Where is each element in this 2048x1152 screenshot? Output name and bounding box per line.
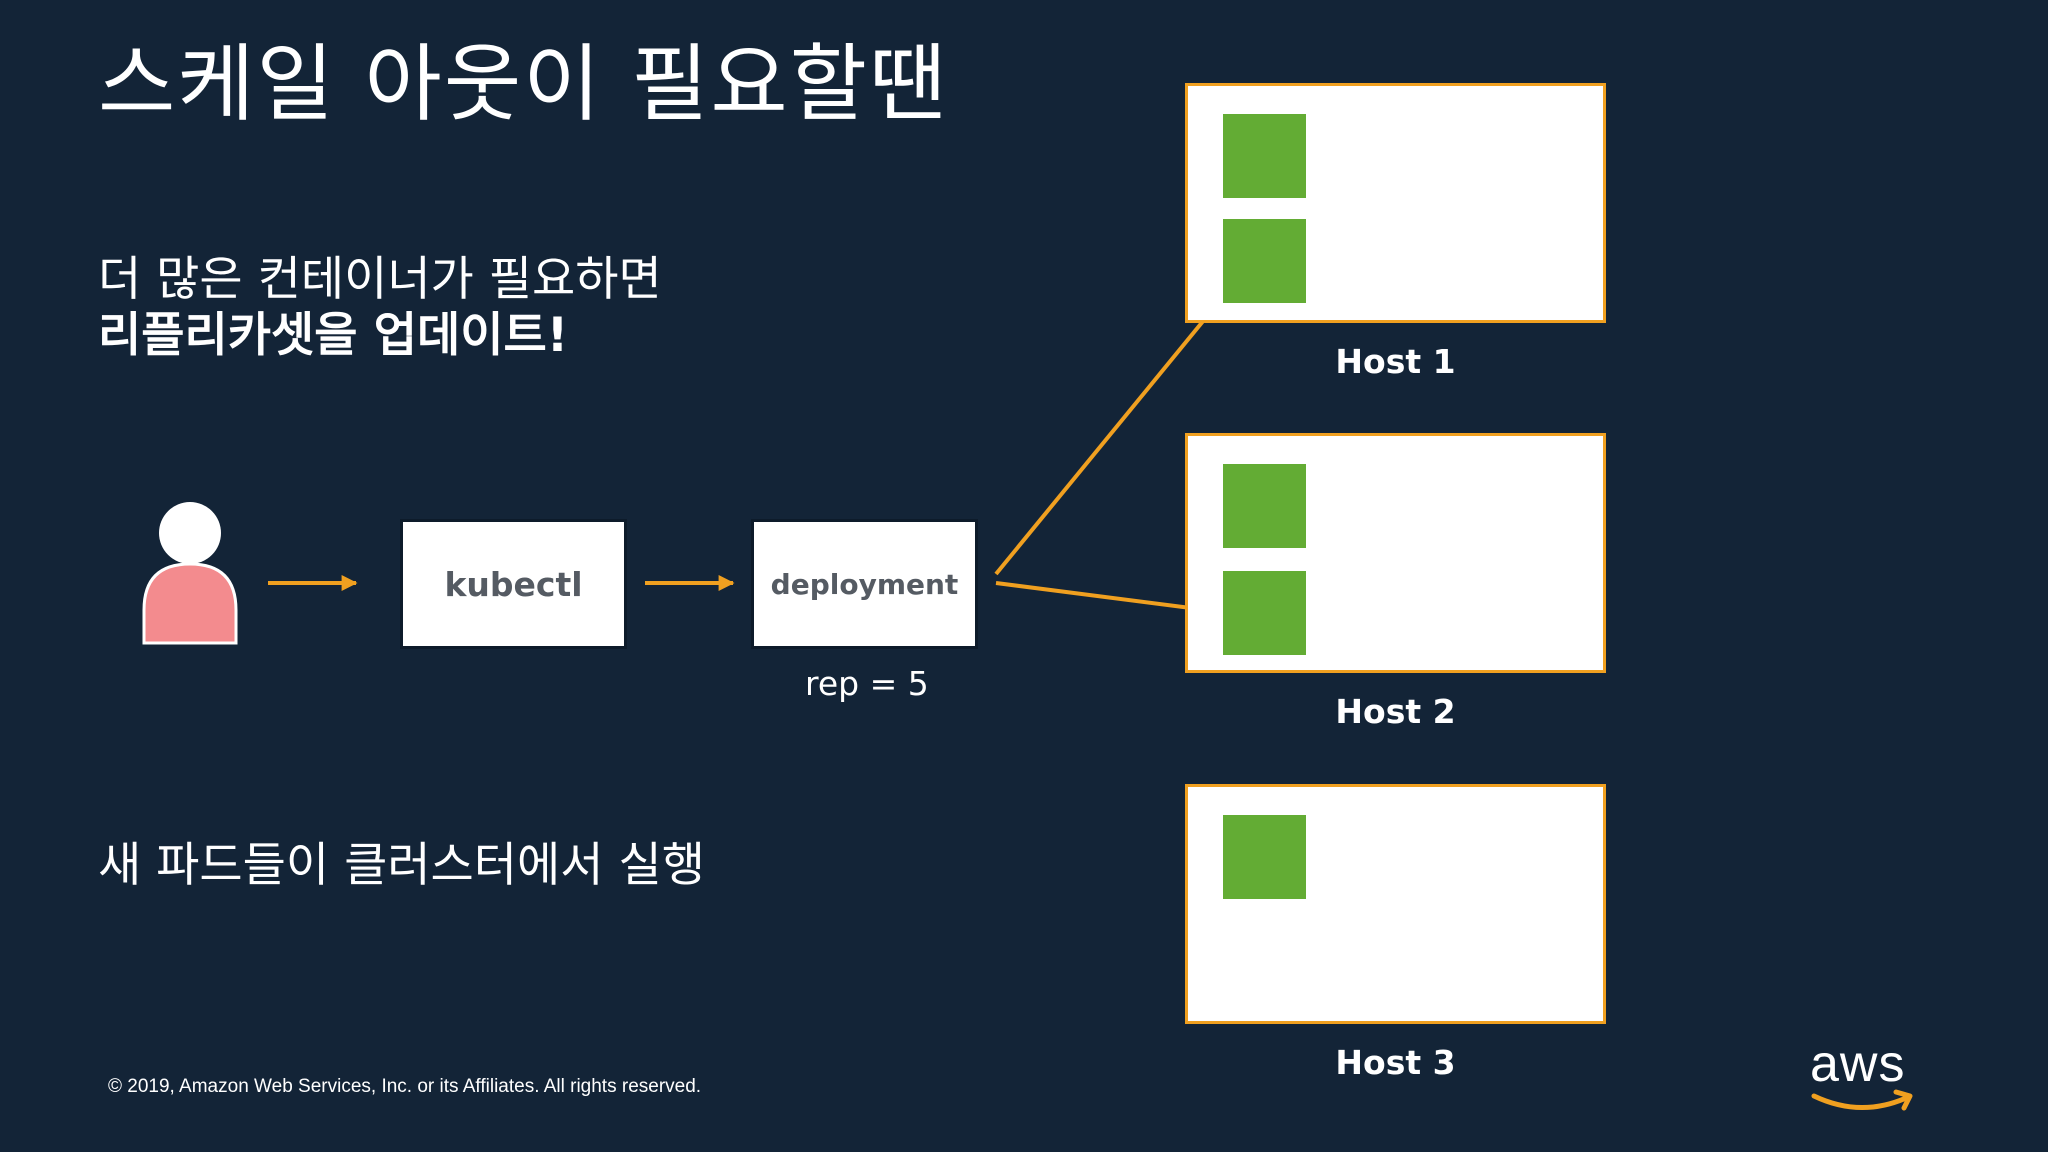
pod <box>1223 571 1306 655</box>
host-2-box <box>1185 433 1606 673</box>
arrow-deployment-to-host2 <box>995 581 1224 619</box>
aws-logo-text: aws <box>1810 1035 1906 1093</box>
host-1-box <box>1185 83 1606 323</box>
replica-count-label: rep = 5 <box>805 664 929 703</box>
slide-title: 스케일 아웃이 필요할땐 <box>98 35 949 133</box>
pod <box>1223 114 1306 198</box>
arrow-deployment-to-host1 <box>994 296 1224 576</box>
subtitle-line-3: 새 파드들이 클러스터에서 실행 <box>98 838 705 893</box>
host-1-label: Host 1 <box>1335 342 1456 381</box>
pod <box>1223 815 1306 899</box>
host-3-label: Host 3 <box>1335 1043 1456 1082</box>
kubectl-box: kubectl <box>400 519 627 649</box>
subtitle-line-2: 리플리카셋을 업데이트! <box>98 308 569 363</box>
copyright-footer: © 2019, Amazon Web Services, Inc. or its… <box>108 1076 702 1097</box>
aws-logo: aws <box>1810 1038 1920 1118</box>
host-3-box <box>1185 784 1606 1024</box>
aws-smile-icon <box>1811 1089 1913 1111</box>
deployment-box: deployment <box>751 519 978 649</box>
user-icon <box>142 502 238 645</box>
host-2-label: Host 2 <box>1335 692 1456 731</box>
pod <box>1223 219 1306 303</box>
pod <box>1223 464 1306 548</box>
subtitle-line-1: 더 많은 컨테이너가 필요하면 <box>98 252 662 307</box>
